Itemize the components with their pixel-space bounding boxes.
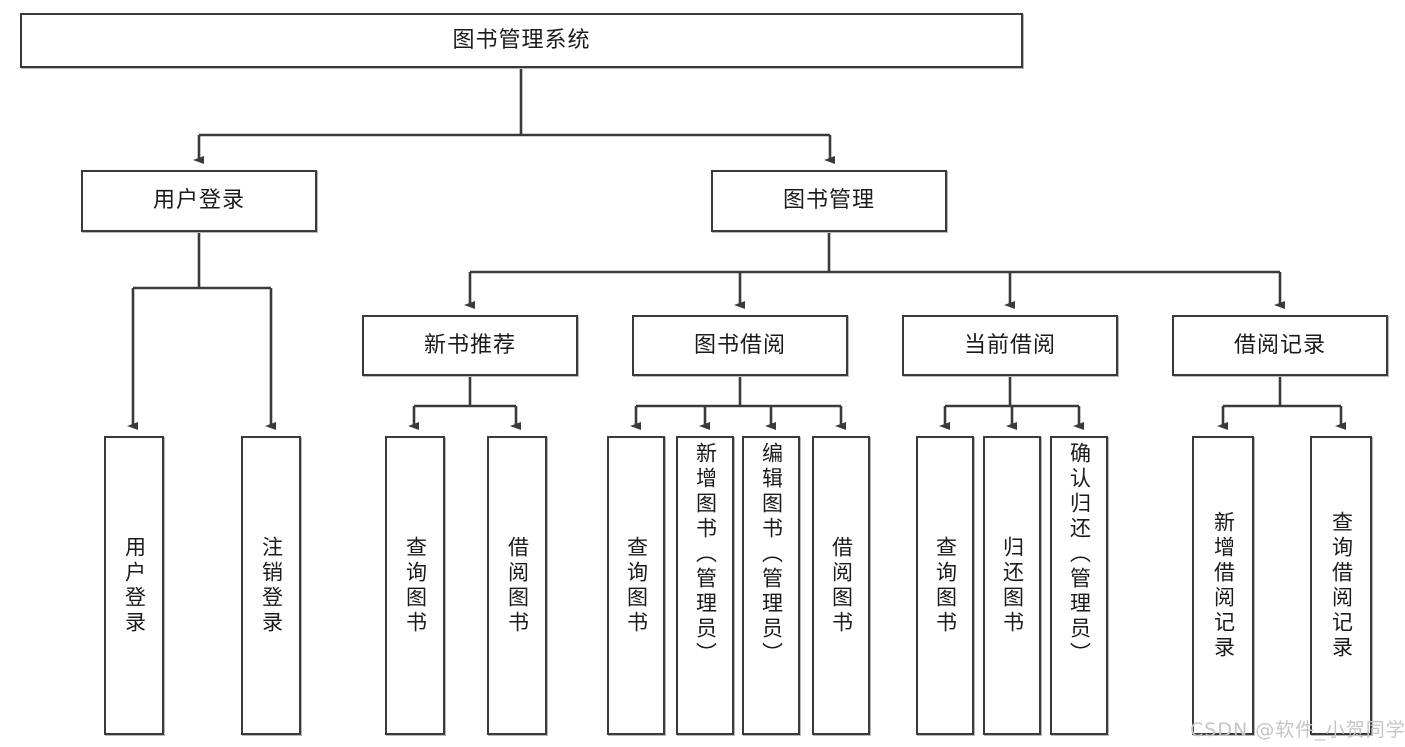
node-label: 查询借阅记录: [1329, 510, 1354, 661]
node-leaf-query-record[interactable]: 查询借阅记录: [1310, 436, 1372, 735]
node-label: 编辑图书（管理员）: [759, 442, 784, 667]
node-label: 查询图书: [933, 535, 958, 636]
node-label: 查询图书: [624, 535, 649, 636]
node-borrow-record[interactable]: 借阅记录: [1172, 315, 1388, 376]
node-current-borrow[interactable]: 当前借阅: [902, 315, 1118, 376]
node-leaf-query-book-3[interactable]: 查询图书: [916, 436, 974, 735]
node-label: 用户登录: [152, 188, 245, 214]
node-leaf-query-book-1[interactable]: 查询图书: [385, 436, 445, 735]
node-leaf-borrow-book-2[interactable]: 借阅图书: [812, 436, 870, 735]
node-leaf-add-book[interactable]: 新增图书（管理员）: [676, 436, 734, 735]
node-leaf-confirm-return[interactable]: 确认归还（管理员）: [1050, 436, 1108, 735]
node-leaf-return-book[interactable]: 归还图书: [983, 436, 1041, 735]
node-label: 图书管理: [782, 188, 875, 214]
node-label: 借阅图书: [505, 535, 530, 636]
node-label: 注销登录: [259, 535, 284, 636]
node-label: 图书借阅: [693, 332, 786, 358]
node-book-manage[interactable]: 图书管理: [711, 170, 947, 232]
node-label: 借阅图书: [829, 535, 854, 636]
node-label: 图书管理系统: [452, 27, 591, 53]
node-leaf-user-login[interactable]: 用户登录: [104, 436, 164, 735]
node-label: 确认归还（管理员）: [1067, 442, 1092, 667]
node-leaf-logout[interactable]: 注销登录: [241, 436, 301, 735]
node-label: 新书推荐: [423, 332, 516, 358]
node-label: 新增借阅记录: [1211, 510, 1236, 661]
node-leaf-borrow-book-1[interactable]: 借阅图书: [487, 436, 547, 735]
node-label: 归还图书: [1000, 535, 1025, 636]
node-leaf-query-book-2[interactable]: 查询图书: [607, 436, 665, 735]
node-book-borrow[interactable]: 图书借阅: [632, 315, 848, 376]
node-label: 查询图书: [403, 535, 428, 636]
node-label: 用户登录: [122, 535, 147, 636]
node-leaf-edit-book[interactable]: 编辑图书（管理员）: [742, 436, 800, 735]
node-new-book-rec[interactable]: 新书推荐: [362, 315, 578, 376]
node-label: 新增图书（管理员）: [693, 442, 718, 667]
node-leaf-add-record[interactable]: 新增借阅记录: [1192, 436, 1254, 735]
node-label: 借阅记录: [1233, 332, 1326, 358]
node-user-login[interactable]: 用户登录: [81, 170, 317, 232]
node-root-system[interactable]: 图书管理系统: [20, 13, 1023, 68]
node-label: 当前借阅: [963, 332, 1056, 358]
